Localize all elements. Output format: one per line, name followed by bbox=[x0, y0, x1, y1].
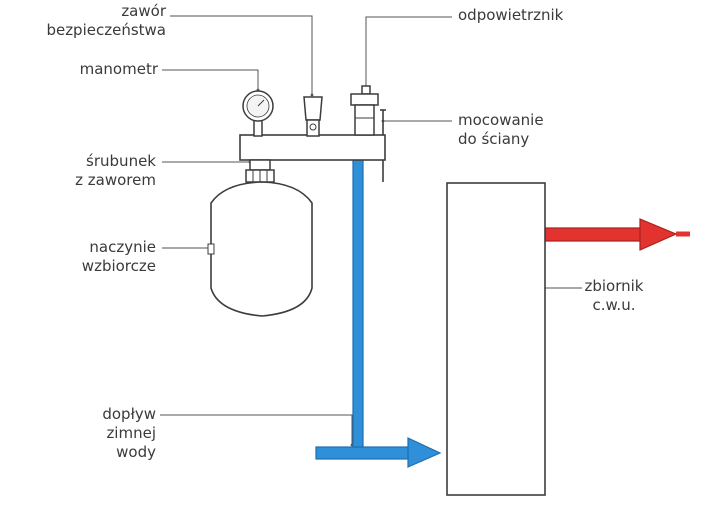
leader-air-vent bbox=[364, 16, 452, 94]
label-safety-valve-line2: bezpieczeństwa bbox=[46, 21, 166, 39]
hot-water-outlet bbox=[544, 218, 690, 251]
label-expansion-vessel: naczynie wzbiorcze bbox=[20, 238, 156, 276]
leader-pressure-gauge bbox=[162, 69, 260, 92]
hot-outlet-arrow bbox=[639, 218, 678, 251]
label-wall-mount: mocowanie do ściany bbox=[458, 111, 544, 149]
cold-riser-pipe bbox=[352, 159, 364, 453]
label-cold-water-line2: zimnej bbox=[106, 424, 156, 442]
label-pressure-gauge: manometr bbox=[20, 60, 158, 79]
hot-water-tank bbox=[446, 182, 546, 496]
hot-outlet-pipe bbox=[544, 227, 646, 242]
leader-cold-water bbox=[160, 414, 354, 447]
label-safety-valve-line1: zawór bbox=[121, 2, 166, 20]
label-air-vent: odpowietrznik bbox=[458, 6, 563, 25]
label-safety-valve: zawór bezpieczeństwa bbox=[20, 2, 166, 40]
pressure-gauge bbox=[242, 90, 274, 137]
label-tank-line1: zbiornik bbox=[584, 277, 644, 295]
cold-inlet-arrow bbox=[407, 437, 442, 468]
air-vent bbox=[350, 85, 379, 136]
label-union-valve-line2: z zaworem bbox=[75, 171, 156, 189]
label-wall-mount-line2: do ściany bbox=[458, 130, 530, 148]
manifold-bar bbox=[239, 134, 386, 161]
label-expansion-vessel-line1: naczynie bbox=[89, 238, 156, 256]
label-wall-mount-line1: mocowanie bbox=[458, 111, 544, 129]
label-air-vent-text: odpowietrznik bbox=[458, 6, 564, 24]
label-cold-water-line3: wody bbox=[116, 443, 156, 461]
leader-safety-valve bbox=[170, 15, 314, 97]
label-cold-water-line1: dopływ bbox=[102, 405, 156, 423]
label-pressure-gauge-text: manometr bbox=[79, 60, 158, 78]
safety-valve bbox=[303, 96, 323, 137]
union-valve bbox=[245, 159, 275, 183]
leader-lines bbox=[160, 15, 582, 447]
label-tank-line2: c.w.u. bbox=[592, 296, 636, 314]
expansion-vessel bbox=[207, 181, 313, 317]
cold-water-pipes bbox=[315, 159, 442, 468]
label-cold-water-inlet: dopływ zimnej wody bbox=[20, 405, 156, 462]
label-expansion-vessel-line2: wzbiorcze bbox=[81, 257, 156, 275]
label-union-valve-line1: śrubunek bbox=[86, 152, 156, 170]
cold-inlet-pipe bbox=[315, 446, 413, 460]
label-hot-water-tank: zbiornik c.w.u. bbox=[574, 277, 654, 315]
label-union-valve: śrubunek z zaworem bbox=[20, 152, 156, 190]
